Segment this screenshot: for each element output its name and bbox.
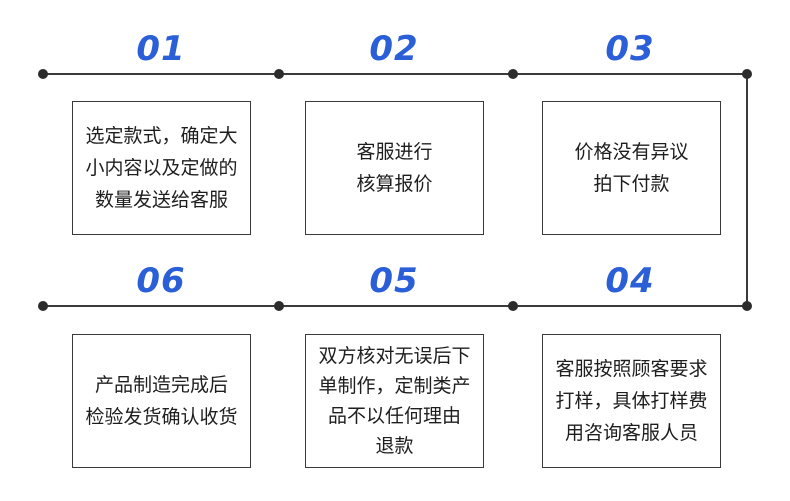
node-dot bbox=[274, 301, 284, 311]
step-05-text: 双方核对无误后下 单制作，定制类产 品不以任何理由 退款 bbox=[318, 345, 471, 457]
node-dot bbox=[38, 69, 48, 79]
step-01-box: 选定款式，确定大 小内容以及定做的 数量发送给客服 bbox=[72, 101, 251, 235]
node-dot bbox=[38, 301, 48, 311]
step-01-text: 选定款式，确定大 小内容以及定做的 数量发送给客服 bbox=[85, 125, 238, 211]
step-05-box: 双方核对无误后下 单制作，定制类产 品不以任何理由 退款 bbox=[305, 334, 484, 468]
step-06-number: 06 bbox=[136, 261, 186, 301]
node-dot bbox=[742, 301, 752, 311]
step-02-number: 02 bbox=[369, 29, 419, 69]
step-03-text: 价格没有异议 拍下付款 bbox=[574, 141, 689, 195]
step-02-text: 客服进行 核算报价 bbox=[356, 141, 433, 195]
step-04-box: 客服按照顾客要求 打样，具体打样费 用咨询客服人员 bbox=[542, 334, 721, 468]
step-01-number: 01 bbox=[136, 29, 186, 69]
node-dot bbox=[508, 69, 518, 79]
step-04-text: 客服按照顾客要求 打样，具体打样费 用咨询客服人员 bbox=[555, 358, 708, 444]
step-03-number: 03 bbox=[605, 29, 655, 69]
step-04-number: 04 bbox=[605, 261, 655, 301]
step-06-text: 产品制造完成后 检验发货确认收货 bbox=[85, 374, 238, 428]
step-03-box: 价格没有异议 拍下付款 bbox=[542, 101, 721, 235]
step-06-box: 产品制造完成后 检验发货确认收货 bbox=[72, 334, 251, 468]
node-dot bbox=[274, 69, 284, 79]
node-dot bbox=[742, 69, 752, 79]
step-05-number: 05 bbox=[369, 261, 419, 301]
step-02-box: 客服进行 核算报价 bbox=[305, 101, 484, 235]
node-dot bbox=[508, 301, 518, 311]
